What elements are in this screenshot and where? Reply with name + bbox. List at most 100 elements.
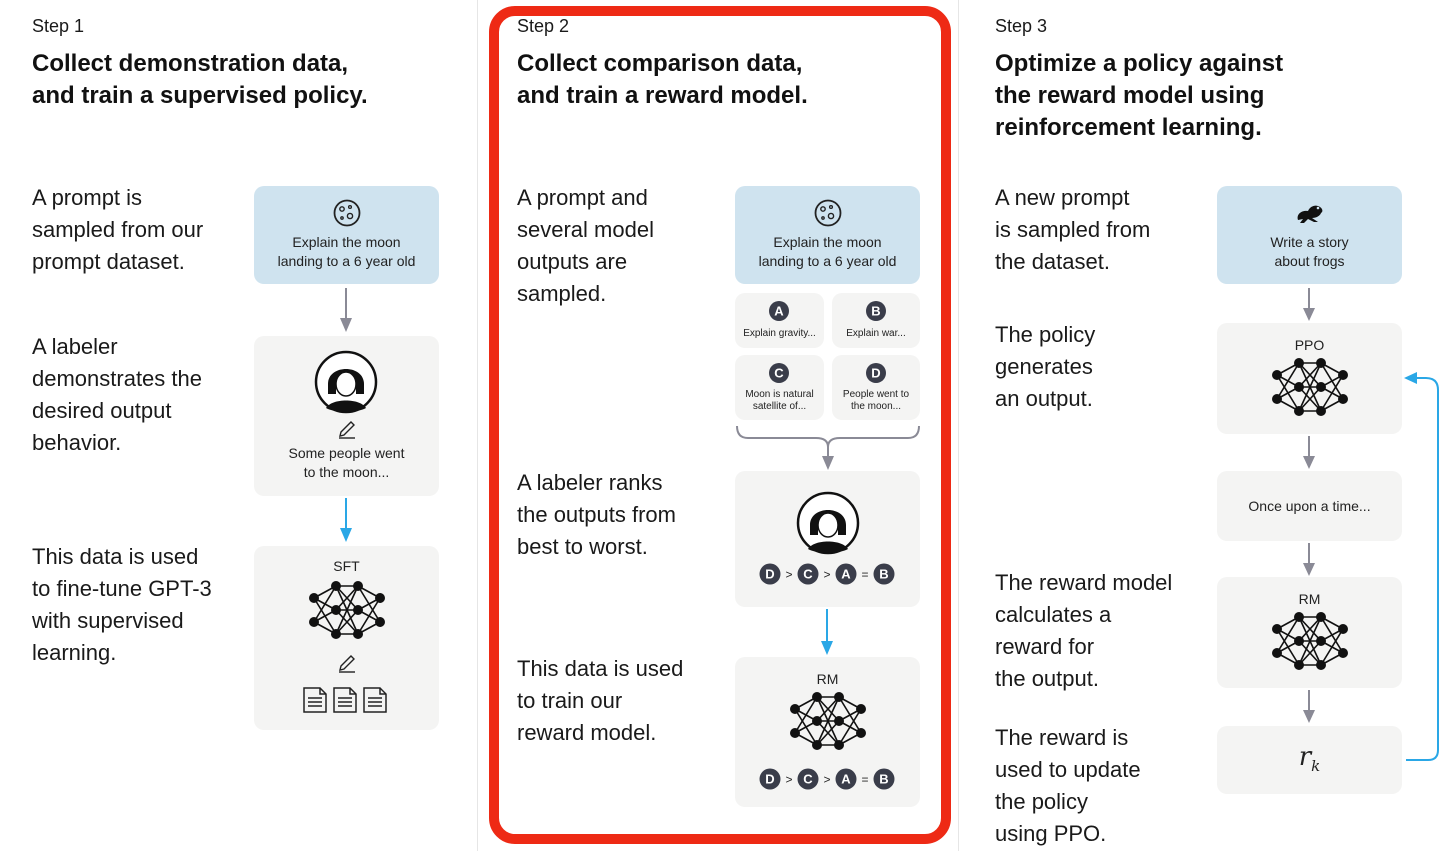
ranking-row: D>C>A=B	[759, 563, 895, 585]
nn-node	[1272, 648, 1282, 658]
step2-label: Step 2	[517, 16, 570, 36]
step3-reward-card: rk	[1217, 726, 1402, 794]
labeler-avatar-icon	[796, 491, 860, 555]
nn-node	[1294, 660, 1304, 670]
nn-node	[1316, 660, 1326, 670]
step2-rm-card: RM D>C>A=B	[735, 657, 920, 807]
nn-node	[1294, 406, 1304, 416]
frog-icon	[1297, 205, 1323, 223]
step3-arrow-3	[1303, 543, 1315, 576]
badge-a: A	[769, 301, 789, 321]
rank-letter: C	[803, 772, 813, 787]
nn-node	[812, 740, 822, 750]
pencil-icon	[339, 655, 355, 673]
sft-label: SFT	[333, 558, 360, 574]
nn-node	[375, 617, 385, 627]
rank-letter: C	[803, 567, 813, 582]
nn-node	[856, 728, 866, 738]
step3-rm-card: RM	[1217, 577, 1402, 688]
moon-icon	[814, 199, 842, 227]
badge-c: C	[769, 363, 789, 383]
rank-badge	[873, 563, 895, 585]
rank-letter: A	[841, 772, 851, 787]
step2-highlight-frame	[489, 6, 951, 844]
neural-network-icon	[1272, 612, 1348, 670]
nn-node	[1338, 624, 1348, 634]
nn-node	[353, 629, 363, 639]
nn-node	[1316, 636, 1326, 646]
rank-badge	[797, 768, 819, 790]
badge-d: D	[866, 363, 886, 383]
step2-arrow-blue	[821, 609, 833, 655]
nn-node	[1272, 394, 1282, 404]
svg-text:B: B	[871, 304, 880, 319]
neural-network-icon	[309, 581, 385, 639]
nn-node	[1316, 612, 1326, 622]
rank-operator: >	[823, 773, 830, 787]
svg-text:D: D	[871, 366, 880, 381]
step2-title: Collect comparison data,and train a rewa…	[517, 50, 808, 109]
step3-arrow-4	[1303, 690, 1315, 723]
documents-icon	[303, 687, 387, 713]
nn-node	[1294, 358, 1304, 368]
rank-letter: B	[879, 567, 888, 582]
rank-letter: D	[765, 772, 774, 787]
nn-node	[309, 617, 319, 627]
svg-text:C: C	[774, 366, 784, 381]
nn-node	[1338, 648, 1348, 658]
column-divider-2	[958, 0, 959, 851]
rank-badge	[797, 563, 819, 585]
ranking-row: D>C>A=B	[759, 768, 895, 790]
feedback-loop-arrow	[1404, 372, 1439, 761]
nn-node	[1294, 382, 1304, 392]
step3-label: Step 3	[995, 16, 1048, 36]
rank-operator: >	[785, 568, 792, 582]
rank-operator: =	[861, 773, 868, 787]
ppo-label: PPO	[1294, 337, 1325, 353]
output-card-a: A Explain gravity...	[735, 293, 824, 348]
labeler-avatar-icon	[314, 350, 378, 414]
nn-node	[812, 716, 822, 726]
nn-node	[1272, 370, 1282, 380]
nn-node	[1338, 394, 1348, 404]
rank-badge	[835, 768, 857, 790]
rank-letter: A	[841, 567, 851, 582]
nn-node	[331, 629, 341, 639]
pencil-icon	[339, 421, 355, 439]
badge-b: B	[866, 301, 886, 321]
nn-node	[1316, 382, 1326, 392]
rank-badge	[759, 768, 781, 790]
step1-arrow-1	[340, 288, 352, 332]
output-card-b: B Explain war...	[832, 293, 920, 348]
nn-node	[353, 605, 363, 615]
column-divider-1	[477, 0, 478, 851]
nn-node	[375, 593, 385, 603]
step3-ppo-card: PPO	[1217, 323, 1402, 434]
nn-node	[790, 728, 800, 738]
nn-node	[331, 581, 341, 591]
nn-node	[1294, 612, 1304, 622]
nn-node	[790, 704, 800, 714]
rank-operator: >	[823, 568, 830, 582]
nn-node	[309, 593, 319, 603]
nn-node	[834, 740, 844, 750]
svg-text:A: A	[774, 304, 784, 319]
neural-network-icon	[790, 692, 866, 750]
rank-letter: B	[879, 772, 888, 787]
nn-node	[834, 716, 844, 726]
rank-badge	[873, 768, 895, 790]
